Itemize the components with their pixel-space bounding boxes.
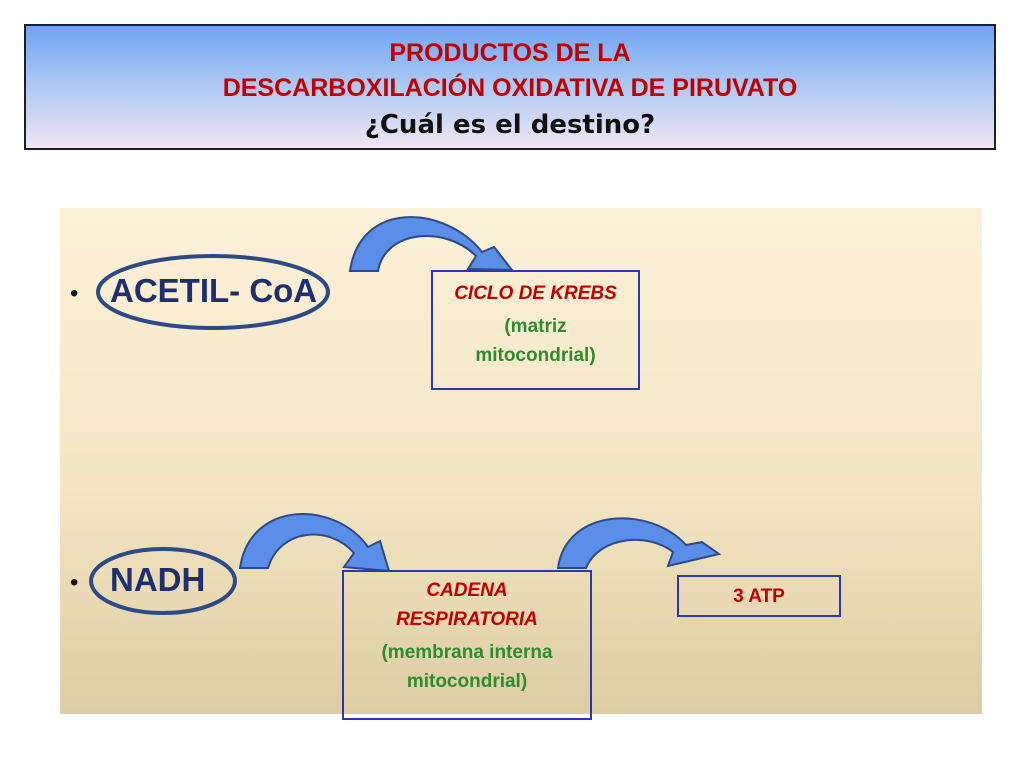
krebs-title: CICLO DE KREBS xyxy=(454,283,617,304)
atp-box: 3 ATP xyxy=(677,575,841,617)
cadena-title-2: RESPIRATORIA xyxy=(396,609,538,630)
nadh-ellipse xyxy=(89,547,237,615)
acetil-coa-label: ACETIL- CoA xyxy=(110,272,318,309)
cadena-detail-2: mitocondrial) xyxy=(406,671,528,692)
curved-arrow-icon xyxy=(348,216,515,272)
cadena-detail-1: (membrana interna xyxy=(381,642,553,663)
title-line-1: PRODUCTOS DE LA xyxy=(389,39,631,67)
curved-arrow-icon xyxy=(556,517,722,569)
curved-arrow-icon xyxy=(238,513,391,573)
acetil-coa-ellipse xyxy=(96,254,330,330)
title-line-2: DESCARBOXILACIÓN OXIDATIVA DE PIRUVATO xyxy=(222,74,798,102)
krebs-detail-1: (matriz xyxy=(504,316,567,337)
title-banner: PRODUCTOS DE LA DESCARBOXILACIÓN OXIDATI… xyxy=(24,24,996,150)
nadh-bullet: • xyxy=(70,569,79,596)
atp-label: 3 ATP xyxy=(733,586,785,607)
acetil-coa-bullet: • xyxy=(70,280,79,307)
cadena-title-1: CADENA xyxy=(426,580,508,601)
title-question: ¿Cuál es el destino? xyxy=(364,110,656,140)
content-panel xyxy=(60,208,982,714)
nadh-label: NADH xyxy=(110,561,206,598)
krebs-detail-2: mitocondrial) xyxy=(475,345,596,366)
krebs-box: CICLO DE KREBS (matriz mitocondrial) xyxy=(431,270,640,390)
cadena-box: CADENA RESPIRATORIA (membrana interna mi… xyxy=(342,570,592,720)
